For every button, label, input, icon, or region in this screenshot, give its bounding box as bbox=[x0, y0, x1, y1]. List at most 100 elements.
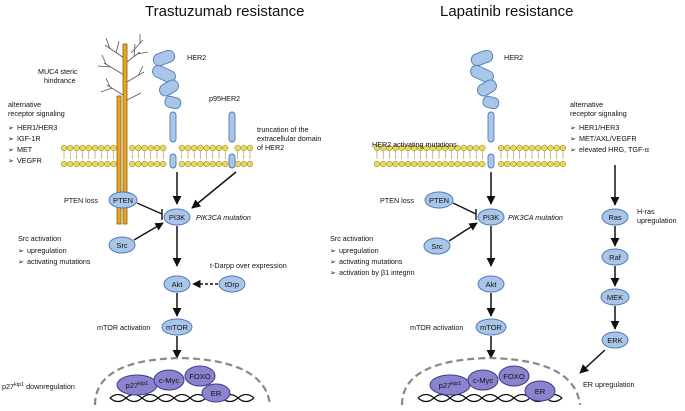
lipid-head bbox=[110, 160, 117, 168]
lipid-head bbox=[423, 144, 430, 152]
lipid-head bbox=[91, 160, 99, 168]
right-alt-receptor-heading-1: alternative bbox=[570, 100, 603, 109]
her2-label-right: HER2 bbox=[504, 53, 523, 62]
raf-node bbox=[601, 248, 629, 266]
lipid-head bbox=[479, 144, 486, 152]
lipid-head bbox=[497, 160, 505, 168]
lipid-head bbox=[404, 144, 412, 152]
lipid-head bbox=[178, 144, 185, 152]
lipid-head bbox=[547, 160, 554, 168]
right-mtor-node-label: mTOR bbox=[480, 323, 503, 332]
left-alt-receptor-heading-1: alternative bbox=[8, 100, 41, 109]
lipid-head bbox=[448, 144, 455, 152]
left-panel: Trastuzumab resistance MUC4 steric hindr… bbox=[2, 3, 321, 406]
p95her2-receptor bbox=[228, 111, 236, 169]
erk-node bbox=[601, 331, 629, 349]
lipid-head bbox=[516, 160, 523, 168]
her2-receptor-right bbox=[470, 49, 500, 169]
lipid-head bbox=[215, 160, 223, 168]
lipid-head bbox=[153, 144, 161, 152]
her2-activating-label: HER2 activating mutations bbox=[372, 140, 457, 149]
left-pik3ca-label: PIK3CA mutation bbox=[196, 213, 251, 222]
hras-label-1: H-ras bbox=[637, 207, 655, 216]
lipid-head bbox=[386, 144, 393, 152]
lipid-head bbox=[466, 160, 474, 168]
lipid-head bbox=[191, 144, 198, 152]
tdarpp-label: t-Darpp over expression bbox=[210, 261, 287, 270]
lipid-head bbox=[454, 144, 461, 152]
lipid-head bbox=[510, 144, 517, 152]
lipid-head bbox=[184, 144, 192, 152]
right-p27-node-label: p27kip1 bbox=[439, 381, 462, 390]
lipid-head bbox=[160, 160, 167, 168]
left-src-node bbox=[108, 236, 136, 254]
left-alt-receptor-heading-2: receptor signaling bbox=[8, 109, 65, 118]
lipid-head bbox=[129, 144, 136, 152]
lipid-head bbox=[373, 144, 381, 152]
lipid-head bbox=[398, 160, 405, 168]
ras-node bbox=[601, 208, 629, 226]
lipid-head bbox=[203, 160, 210, 168]
lipid-head bbox=[197, 160, 204, 168]
lipid-head bbox=[79, 160, 86, 168]
lipid-head bbox=[510, 160, 517, 168]
lipid-head bbox=[473, 144, 480, 152]
left-src-bullet-1: ➢ bbox=[18, 246, 24, 255]
right-membrane bbox=[373, 144, 567, 168]
right-pten-loss-label: PTEN loss bbox=[380, 196, 414, 205]
lipid-head bbox=[535, 160, 542, 168]
lipid-head bbox=[135, 144, 142, 152]
lipid-head bbox=[222, 144, 229, 152]
right-alt-receptor-item-3: elevated HRG, TGF-α bbox=[579, 145, 649, 154]
muc4-branches bbox=[97, 34, 149, 101]
left-alt-receptor-bullet-1: ➢ bbox=[8, 123, 14, 132]
left-pi3k-node bbox=[163, 208, 191, 226]
lipid-head bbox=[435, 144, 443, 152]
lipid-head bbox=[460, 160, 467, 168]
right-pi3k-node bbox=[477, 208, 505, 226]
erk-node-label: ERK bbox=[607, 336, 622, 345]
lipid-head bbox=[104, 160, 111, 168]
right-mtor-activation-label: mTOR activation bbox=[410, 323, 463, 332]
ras-node-label: Ras bbox=[608, 213, 622, 222]
left-src-activation-heading: Src activation bbox=[18, 234, 61, 243]
right-src-activation-heading: Src activation bbox=[330, 234, 373, 243]
lipid-head bbox=[497, 144, 505, 152]
lipid-head bbox=[473, 160, 480, 168]
left-mtor-node-label: mTOR bbox=[166, 323, 189, 332]
lipid-head bbox=[528, 144, 536, 152]
right-src-item-3: activation by β1 integrin bbox=[339, 268, 415, 277]
lipid-head bbox=[504, 160, 511, 168]
left-alt-receptor-bullet-3: ➢ bbox=[8, 145, 14, 154]
lipid-head bbox=[222, 160, 229, 168]
arrow-right-src-to-pi3k bbox=[448, 222, 478, 242]
left-pi3k-node-label: PI3K bbox=[169, 213, 185, 222]
right-src-bullet-2: ➢ bbox=[330, 257, 336, 266]
right-alt-receptor-bullet-1: ➢ bbox=[570, 123, 576, 132]
lipid-head bbox=[67, 160, 74, 168]
right-alt-receptor-item-1: HER1/HER3 bbox=[579, 123, 619, 132]
right-dna-strand-a bbox=[417, 393, 563, 403]
lipid-head bbox=[197, 144, 204, 152]
right-alt-receptor-item-2: MET/AXL/VEGFR bbox=[579, 134, 637, 143]
left-nuclear-envelope bbox=[93, 356, 272, 406]
mek-node bbox=[600, 288, 630, 306]
lipid-head bbox=[435, 160, 443, 168]
lipid-head bbox=[85, 160, 92, 168]
p27-downregulation-label: p27kip1 downregulation bbox=[2, 382, 75, 391]
lipid-head bbox=[60, 144, 68, 152]
lipid-head bbox=[417, 144, 424, 152]
lipid-head bbox=[442, 160, 449, 168]
lipid-head bbox=[429, 144, 436, 152]
left-src-item-2: activating mutations bbox=[27, 257, 91, 266]
left-foxo-node-label: FOXO bbox=[189, 372, 211, 381]
left-alt-receptor-item-1: HER1/HER3 bbox=[17, 123, 57, 132]
lipid-head bbox=[504, 144, 511, 152]
left-akt-node bbox=[163, 275, 191, 293]
left-alt-receptor-item-3: MET bbox=[17, 145, 33, 154]
right-src-item-2: activating mutations bbox=[339, 257, 403, 266]
right-pi3k-node-label: PI3K bbox=[483, 213, 499, 222]
lipid-head bbox=[73, 160, 80, 168]
right-src-item-1: upregulation bbox=[339, 246, 379, 255]
